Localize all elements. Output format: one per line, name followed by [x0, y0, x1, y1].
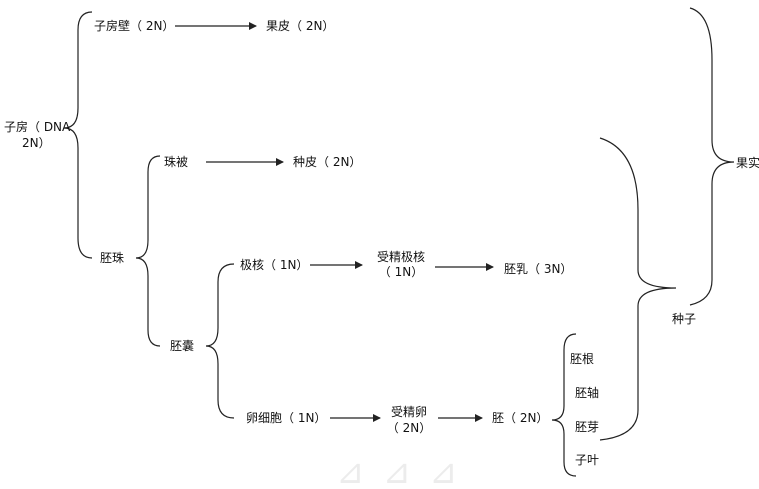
node-plumule: 胚芽	[575, 420, 600, 434]
node-embryo-sac: 胚囊	[170, 339, 195, 353]
node-polar-nuclei: 极核（ 1N）	[240, 258, 309, 272]
node-hypocotyl: 胚轴	[575, 386, 600, 400]
node-seed-coat: 种皮（ 2N）	[293, 155, 362, 169]
node-ovary-line2: 2N）	[22, 136, 51, 150]
brace-embryo-sac	[205, 263, 235, 419]
brace-seed	[599, 137, 677, 441]
node-embryo: 胚（ 2N）	[492, 411, 549, 425]
node-radicle: 胚根	[570, 352, 595, 366]
node-ovary-line1: 子房（ DNA	[4, 120, 71, 134]
watermark-icon: ⊿⊿⊿	[336, 452, 476, 489]
node-cotyledon: 子叶	[575, 453, 600, 467]
node-integument: 珠被	[164, 155, 189, 169]
brace-ovule	[135, 155, 161, 347]
node-ovule: 胚珠	[100, 251, 125, 265]
node-fertilized-polar-line2: （ 1N）	[378, 265, 424, 279]
brace-embryo	[551, 333, 577, 477]
brace-ovary	[63, 11, 93, 259]
node-fertilized-polar-line1: 受精极核	[376, 250, 425, 264]
node-endosperm: 胚乳（ 3N）	[504, 262, 573, 276]
node-zygote-line1: 受精卵	[390, 405, 427, 419]
node-egg-cell: 卵细胞（ 1N）	[246, 411, 327, 425]
node-fruit: 果实	[736, 156, 759, 170]
brace-fruit	[689, 7, 735, 306]
node-pericarp: 果皮（ 2N）	[266, 19, 335, 33]
node-ovary-wall: 子房壁（ 2N）	[94, 19, 175, 33]
node-seed: 种子	[672, 312, 697, 326]
node-zygote-line2: （ 2N）	[386, 421, 432, 435]
